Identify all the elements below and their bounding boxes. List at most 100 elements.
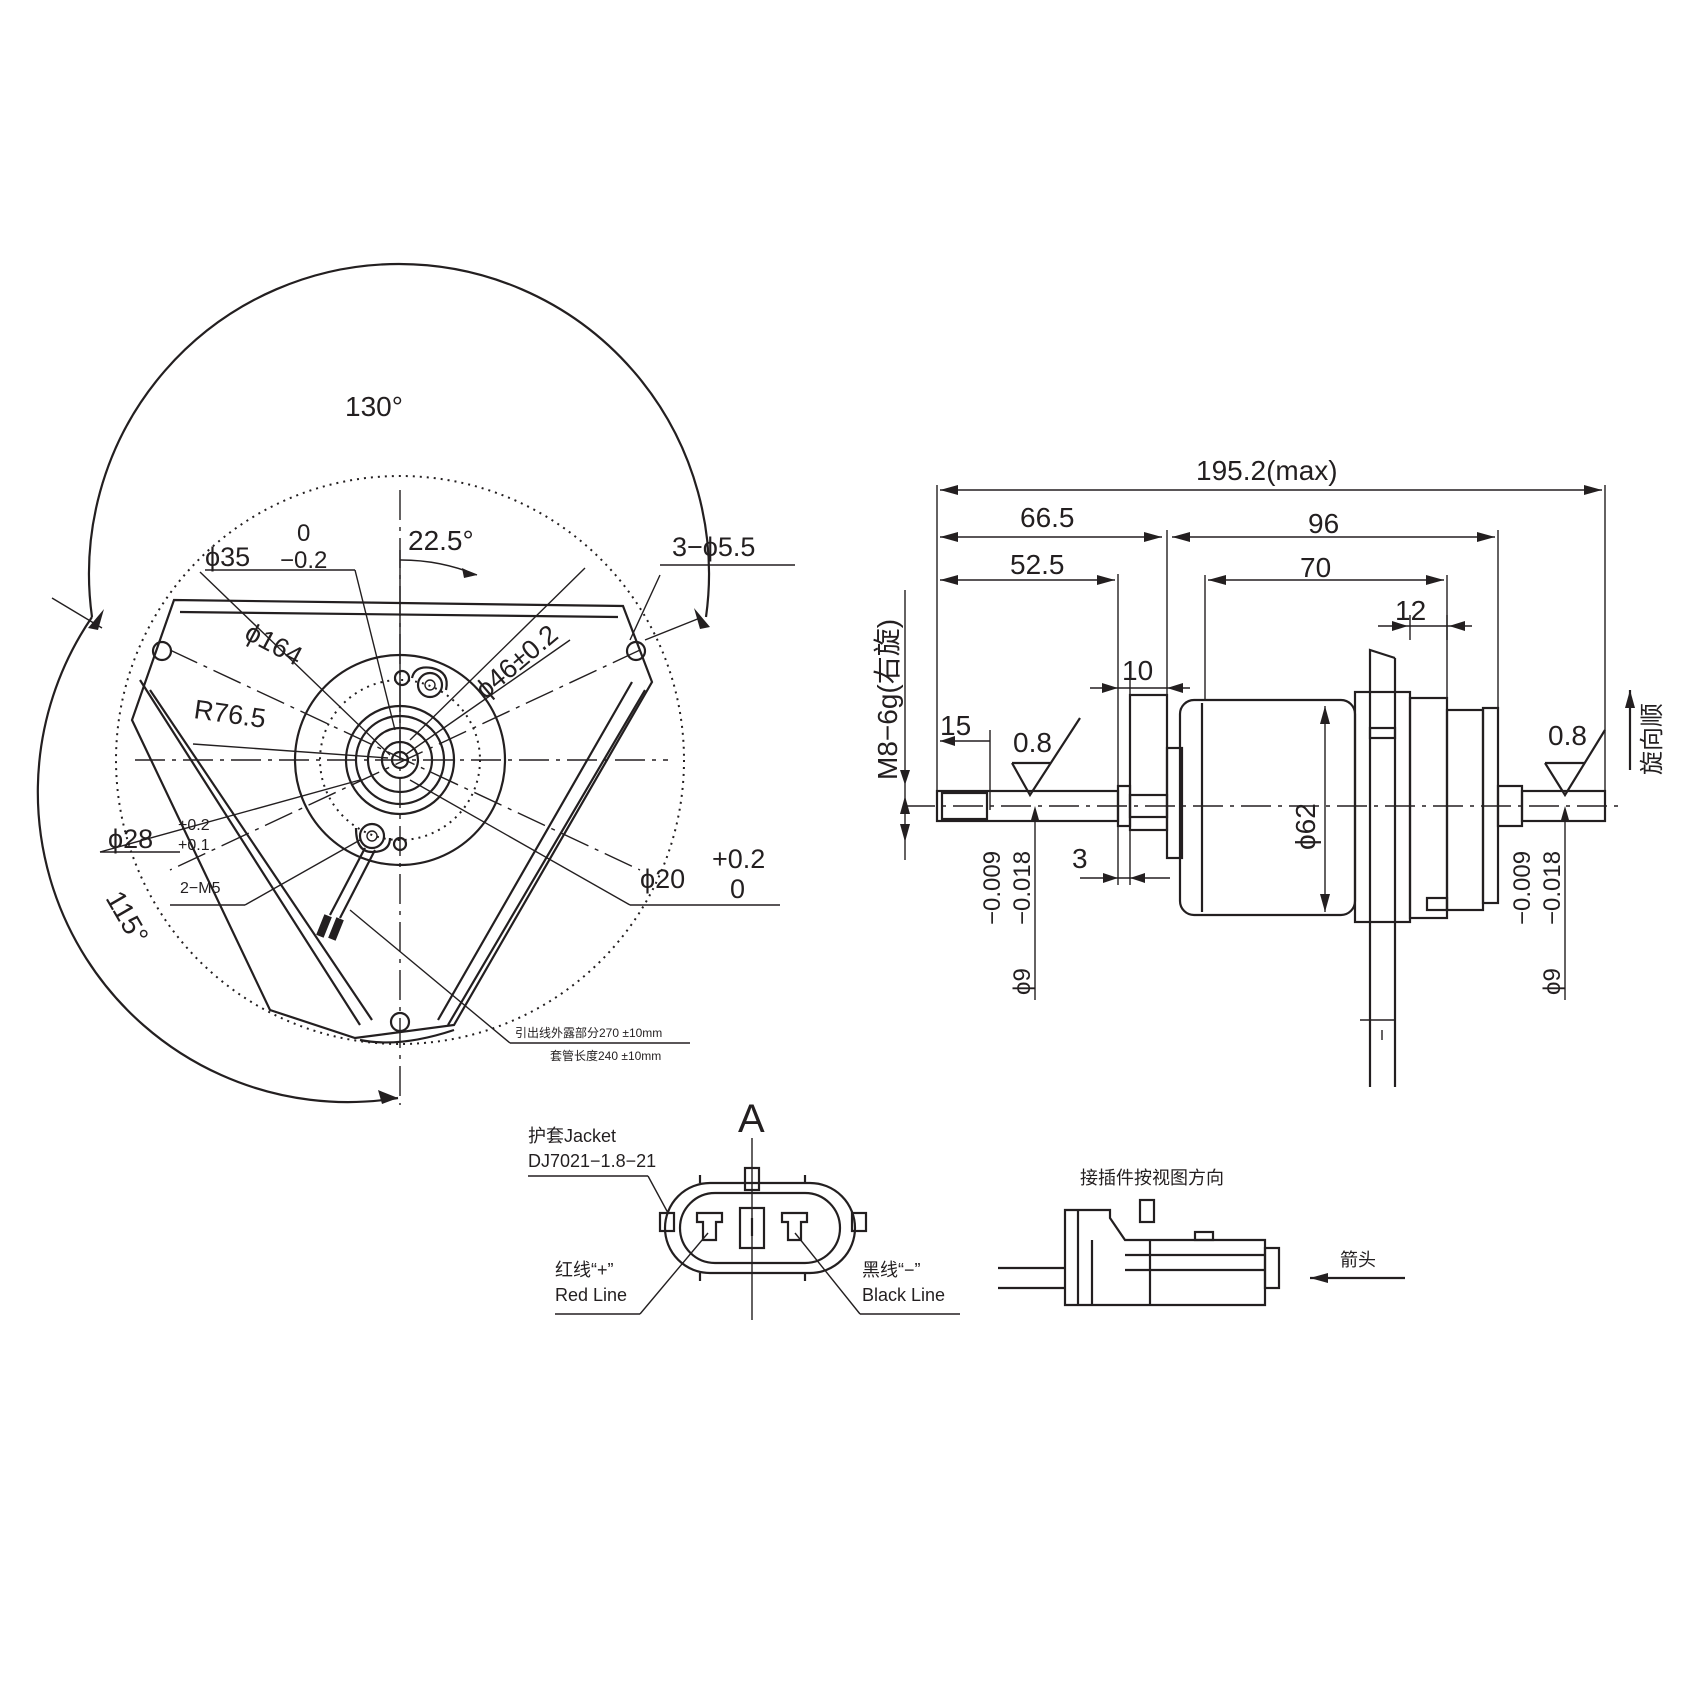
connector-housing-inner [678,1191,842,1265]
arrow-3-l [1103,873,1118,883]
leader-black [794,1232,861,1315]
arrow-dia9-left [1031,806,1039,820]
bracket-bottom [359,1028,455,1044]
connector-view-a: A 护套Jacket DJ7021−1.8−21 红线“+” Red Line … [528,1097,960,1320]
arrow-96-r [1477,532,1495,542]
connector-right-tab [850,1211,868,1233]
label-66-5: 66.5 [1020,502,1075,533]
label-tol-lower-left: −0.018 [1009,851,1036,925]
label-red-cn: 红线“+” [555,1260,614,1280]
label-dia9-right: ϕ9 [1539,968,1566,995]
arrow-12-l [1392,621,1408,631]
label-arrow-note: 箭头 [1340,1250,1376,1270]
side-view: 195.2(max) 66.5 96 52.5 70 12 10 15 0.8 … [872,455,1666,1087]
label-rough-left: 0.8 [1013,727,1052,758]
label-dia35-upper: 0 [297,520,310,547]
motor-flange [1353,690,1412,924]
label-tol-upper-right: −0.009 [1509,851,1536,925]
arrow-m8-bottom [900,824,910,842]
mount-hole-right [625,640,647,662]
m5-lug-top-outline [410,666,448,691]
bracket-plate-top [1368,648,1396,660]
direction-arrow-head [1310,1273,1328,1283]
label-52-5: 52.5 [1010,549,1065,580]
arrow-10-r [1167,683,1183,693]
label-dia20: ϕ20 [640,864,685,894]
label-3: 3 [1072,843,1088,874]
arrow-m8-top [900,796,910,814]
label-rotation: 旋向顺 [1639,703,1666,775]
lead-end-2 [328,917,344,941]
arrow-overall-l [940,485,958,495]
leader-dia20 [409,779,631,906]
m5-hole-bottom [366,830,378,842]
label-10: 10 [1122,655,1153,686]
arrow-130-left [88,609,104,630]
label-130: 130° [345,391,403,422]
arrow-66-5-l [940,532,958,542]
label-direction-note: 接插件按视图方向 [1080,1168,1224,1188]
label-dia164: ϕ164 [240,617,307,672]
label-115: 115° [100,886,155,950]
bracket-slot [1368,726,1397,740]
motor-endcap [1408,696,1449,920]
connector-side-view: 接插件按视图方向 箭头 [998,1168,1405,1307]
leader-jacket [647,1175,669,1214]
arrow-70-r [1426,575,1444,585]
arrow-overall-r [1584,485,1602,495]
label-rough-right: 0.8 [1548,720,1587,751]
roughness-right [1544,729,1606,798]
label-view-a: A [738,1097,765,1141]
leader-m5 [244,839,361,906]
label-dia20-upper: +0.2 [712,844,765,874]
m5-lug-bottom [358,822,386,850]
hub-step [1165,746,1184,860]
label-r76-5: R76.5 [192,694,268,734]
arrow-dia62-top [1320,706,1330,724]
label-96: 96 [1308,508,1339,539]
bracket-arm-left-inner [149,689,373,1021]
leader-red [639,1232,709,1315]
arrow-12-r [1449,621,1465,631]
label-lead-note-2: 套管长度240 ±10mm [550,1048,661,1063]
label-red-en: Red Line [555,1285,627,1305]
shaft-thread [940,791,989,821]
leader-dia28 [99,779,361,853]
connector-center-key [738,1206,766,1250]
lead-wire-1 [329,847,366,916]
lead-end-1 [316,914,332,938]
connector-clip [1193,1230,1215,1242]
angle-ext-left [51,597,103,629]
connector-body [1063,1208,1267,1307]
bracket-inner-top [179,610,619,619]
bracket-arm-left [139,679,361,1026]
small-hole-top [393,669,411,687]
label-tol-lower-right: −0.018 [1539,851,1566,925]
m5-lug-top [416,671,444,699]
connector-top-key [743,1166,761,1192]
label-12: 12 [1395,595,1426,626]
leader-dia35 [354,569,396,731]
label-3-holes: 3−ϕ5.5 [672,532,755,562]
rotation-arrow-head [1625,690,1635,708]
connector-latch [1138,1198,1156,1224]
outer-arc-130 [87,262,711,618]
label-15: 15 [940,710,971,741]
label-lead-note-1: 引出线外露部分270 ±10mm [515,1025,662,1040]
arrow-52-5-r [1097,575,1115,585]
leader-lead-note [349,909,511,1044]
motor-rear [1445,708,1485,912]
label-tol-upper-left: −0.009 [979,851,1006,925]
label-dia9-left: ϕ9 [1009,968,1036,995]
label-22-5: 22.5° [408,525,474,556]
label-m5: 2−M5 [180,880,221,897]
hub-body [1128,693,1169,832]
label-black-cn: 黑线“−” [862,1260,921,1280]
label-dia28-lower: +0.1 [178,837,210,854]
shaft-right-collar [1496,784,1524,828]
bracket-outline [130,598,654,1040]
centerline-diag-2 [169,649,641,871]
label-jacket-part: DJ7021−1.8−21 [528,1151,656,1171]
arrow-15 [940,736,955,746]
roughness-left [1011,717,1081,798]
